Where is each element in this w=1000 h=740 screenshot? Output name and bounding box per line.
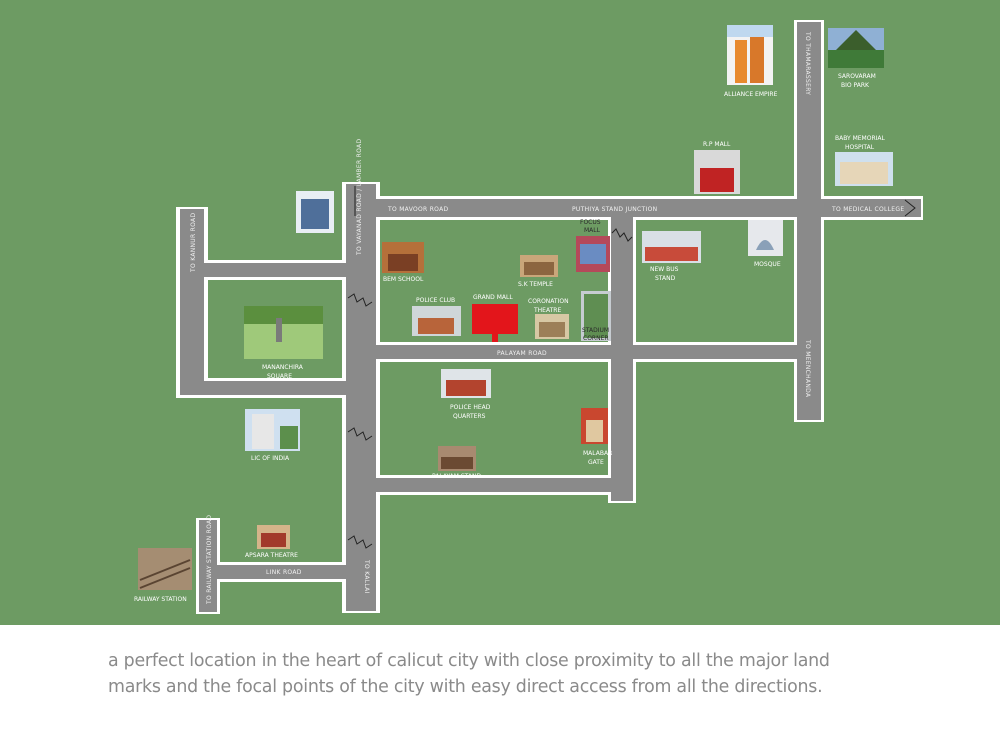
landmark-alliance-empire: ALLIANCE EMPIRE bbox=[724, 25, 778, 98]
road-label-thamarassery: TO THAMARASSERY bbox=[804, 31, 811, 95]
landmark-label: BIO PARK bbox=[841, 82, 870, 89]
road-label-medical-college: TO MEDICAL COLLEGE bbox=[831, 206, 904, 213]
landmark-label: CORONATION bbox=[528, 298, 569, 305]
location-caption: a perfect location in the heart of calic… bbox=[0, 625, 1000, 740]
road-label-mavoor: TO MAVOOR ROAD bbox=[387, 206, 449, 213]
landmark-label: THEATRE bbox=[533, 307, 561, 314]
landmark-label: LIC OF INDIA bbox=[251, 455, 290, 462]
landmark-lic-of-india: LIC OF INDIA bbox=[245, 409, 300, 462]
landmark-west-hill-building bbox=[296, 191, 334, 233]
landmark-label: POLICE HEAD bbox=[450, 404, 491, 411]
road-label-meenchanda: TO MEENCHANDA bbox=[804, 339, 811, 398]
landmark-label: GATE bbox=[588, 459, 604, 466]
landmark-label: HOSPITAL bbox=[845, 144, 875, 151]
landmark-sarovaram-bio-park: SAROVARAM BIO PARK bbox=[828, 28, 884, 89]
road-label-railway-station-road: TO RAILWAY STATION ROAD bbox=[206, 515, 213, 605]
project-site-marker bbox=[472, 304, 518, 342]
landmark-label: S.K TEMPLE bbox=[518, 281, 553, 288]
break-mark-2 bbox=[347, 427, 373, 441]
landmark-bem-school: BEM SCHOOL bbox=[382, 242, 424, 283]
landmark-sk-temple: S.K TEMPLE bbox=[518, 255, 558, 288]
landmark-police-club: POLICE CLUB bbox=[412, 297, 461, 336]
break-mark-1 bbox=[347, 293, 373, 307]
road-fill bbox=[180, 22, 921, 612]
landmark-stadium-corner: STADIUM CORNER bbox=[581, 291, 611, 342]
road-label-palayam: PALAYAM ROAD bbox=[497, 350, 547, 357]
landmark-rp-mall: R.P MALL bbox=[694, 141, 740, 194]
landmark-new-bus-stand: NEW BUS STAND bbox=[642, 231, 701, 282]
landmark-coronation-theatre: CORONATION THEATRE bbox=[528, 298, 569, 339]
road-label-link: LINK ROAD bbox=[266, 569, 302, 576]
landmark-mananchira-square: MANANCHIRA SQUARE bbox=[244, 306, 323, 380]
landmark-label: APSARA THEATRE bbox=[245, 552, 298, 559]
landmark-label: R.P MALL bbox=[703, 141, 731, 148]
landmark-label: MANANCHIRA bbox=[262, 364, 304, 371]
landmark-label: SQUARE bbox=[267, 373, 292, 380]
map-canvas: TO MAVOOR ROAD PUTHIYA STAND JUNCTION TO… bbox=[0, 0, 1000, 625]
road-label-puthiya-stand: PUTHIYA STAND JUNCTION bbox=[572, 206, 657, 213]
landmark-palayam-stand: PALAYAM STAND bbox=[432, 446, 481, 480]
landmark-label: POLICE CLUB bbox=[416, 297, 455, 304]
road-label-kannur: TO KANNUR ROAD bbox=[190, 213, 197, 273]
landmark-label: SAROVARAM bbox=[838, 73, 876, 80]
landmark-grand-mall: GRAND MALL bbox=[472, 294, 518, 342]
landmark-label: BEM SCHOOL bbox=[383, 276, 424, 283]
landmark-label: NEW BUS bbox=[650, 266, 679, 273]
landmark-label: GRAND MALL bbox=[473, 294, 513, 301]
landmark-label: BABY MEMORIAL bbox=[835, 135, 885, 142]
landmark-label: MALABAR bbox=[583, 450, 612, 457]
landmark-mosque: MOSQUE bbox=[748, 220, 783, 268]
caption-line-2: marks and the focal points of the city w… bbox=[108, 677, 823, 697]
road-label-kallai: TO KALLAI bbox=[363, 559, 370, 594]
landmark-label: PALAYAM STAND bbox=[432, 473, 481, 480]
landmark-malabar-gate: MALABAR GATE bbox=[581, 408, 612, 466]
caption-line-1: a perfect location in the heart of calic… bbox=[108, 651, 830, 671]
landmark-label: RAILWAY STATION bbox=[134, 596, 187, 603]
landmark-label: MOSQUE bbox=[754, 261, 781, 268]
landmark-railway-station: RAILWAY STATION bbox=[134, 548, 192, 603]
landmark-label: QUARTERS bbox=[453, 413, 486, 420]
location-map: TO MAVOOR ROAD PUTHIYA STAND JUNCTION TO… bbox=[0, 0, 1000, 625]
arrow-medical-college bbox=[904, 199, 916, 217]
landmark-label: FOCUS bbox=[580, 219, 601, 226]
landmark-label: CORNER bbox=[583, 335, 609, 342]
landmark-label: STADIUM bbox=[582, 327, 609, 334]
landmark-label: STAND bbox=[655, 275, 676, 282]
road-label-lamers: TO VAYANAD ROAD / LAMBER ROAD bbox=[356, 139, 363, 256]
break-mark-4 bbox=[611, 228, 633, 242]
landmark-police-head-quarters: POLICE HEAD QUARTERS bbox=[441, 369, 491, 420]
landmark-baby-memorial-hospital: BABY MEMORIAL HOSPITAL bbox=[835, 135, 893, 186]
landmark-label: ALLIANCE EMPIRE bbox=[724, 91, 778, 98]
landmark-apsara-theatre: APSARA THEATRE bbox=[245, 525, 298, 559]
landmark-focus-mall: FOCUS MALL bbox=[576, 219, 610, 272]
break-mark-3 bbox=[347, 535, 373, 549]
landmark-label: MALL bbox=[584, 227, 601, 234]
road-break-marks bbox=[347, 186, 916, 549]
